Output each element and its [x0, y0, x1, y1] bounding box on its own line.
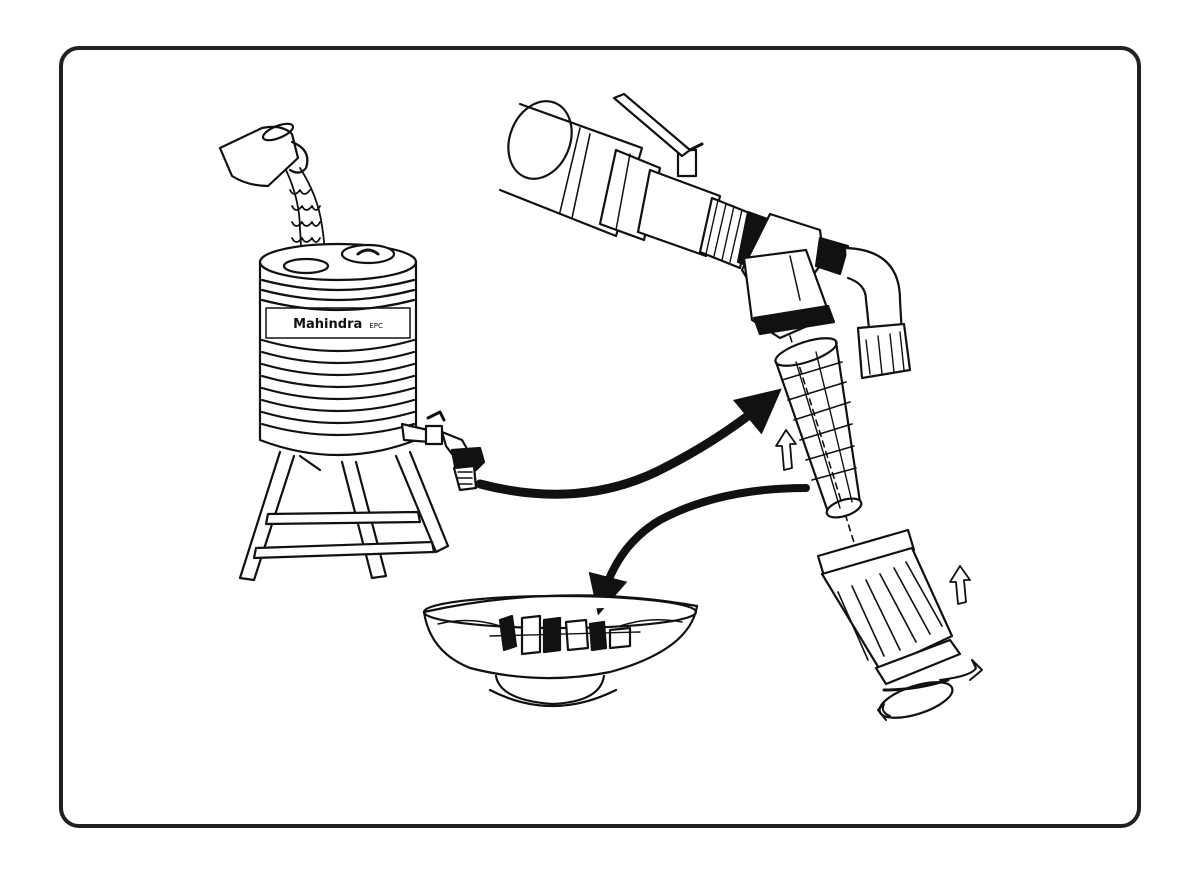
- tank-tap-icon: [400, 410, 486, 492]
- flow-arrow-icon: [588, 484, 810, 616]
- filter-screen-icon: [774, 337, 863, 519]
- filter-parts-in-bowl: [489, 614, 641, 656]
- up-arrow-icon: [775, 429, 797, 471]
- water-tank-icon: [258, 242, 418, 457]
- cleaning-bowl-icon: [422, 594, 699, 708]
- filter-cap-icon: [816, 528, 962, 719]
- pouring-jug-icon: [218, 122, 309, 188]
- twist-arrow-icon: [939, 659, 983, 681]
- panel-frame: [59, 46, 1141, 828]
- ball-valve-icon: [498, 92, 778, 274]
- tank-stand-icon: [238, 450, 450, 582]
- flow-arrow-icon: [475, 388, 782, 499]
- twist-arrow-icon: [877, 703, 891, 721]
- up-arrow-icon: [949, 565, 971, 605]
- tank-brand-label: Mahindra EPC: [293, 313, 383, 332]
- filter-housing-icon: [740, 212, 912, 380]
